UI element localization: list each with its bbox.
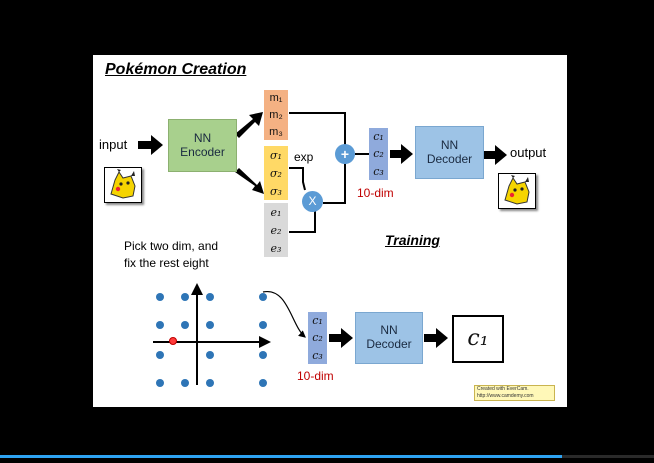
m1-label: m₁ (269, 92, 283, 105)
m3-label: m₃ (269, 125, 283, 138)
dim-label: 10-dim (357, 186, 394, 200)
encoder-box: NN Encoder (168, 119, 237, 172)
encoder-to-sigma-arrow (235, 168, 264, 194)
diagram-connectors (138, 112, 507, 387)
evercam-watermark: Created with EverCam. http://www.camdemy… (474, 385, 555, 401)
output-c-label: c₁ (467, 326, 489, 352)
curved-arrow (262, 291, 306, 338)
dim2-label: 10-dim (297, 369, 334, 383)
e-to-times-line (289, 211, 316, 233)
c1-label: c₁ (373, 130, 384, 144)
output-label: output (510, 145, 547, 160)
decoder-output-arrow (484, 145, 507, 165)
times-to-plus-line (323, 163, 346, 204)
times-label: X (308, 193, 317, 208)
watermark-line2: http://www.camdemy.com (477, 393, 534, 399)
e-stack: e₁ e₂ e₃ (264, 203, 288, 257)
decoder2-label: NN Decoder (366, 323, 412, 351)
training-label: Training (385, 232, 440, 248)
e2-label: e₂ (270, 223, 282, 237)
video-progress-fill (0, 455, 563, 458)
output-c-box: c₁ (452, 315, 504, 363)
m-to-plus-line (289, 112, 346, 145)
sigma1-label: σ₁ (270, 148, 282, 162)
sigma2-label: σ₂ (270, 166, 282, 180)
sigma-to-times-line (289, 167, 306, 191)
grid-dots (156, 293, 267, 387)
pick-text-line1: Pick two dim, and (124, 239, 219, 253)
c-to-decoder-arrow (390, 144, 413, 164)
times-circle: X (302, 191, 323, 212)
pick-text-line2: fix the rest eight (124, 256, 209, 270)
m-stack: m₁ m₂ m₃ (264, 90, 288, 140)
exp-label: exp (294, 150, 314, 164)
pikachu-output-icon (498, 173, 536, 209)
c3-label: c₃ (373, 164, 384, 178)
c2-3-label: c₃ (312, 348, 323, 362)
input-arrow (138, 135, 163, 155)
block-arrows (138, 112, 507, 348)
watermark-line1: Created with EverCam. (477, 386, 529, 392)
slide-title: Pokémon Creation (105, 61, 247, 78)
encoder-label: NN Encoder (180, 130, 225, 159)
c2-1-label: c₁ (312, 314, 323, 328)
decoder2-output-arrow (424, 328, 448, 348)
decoder-box: NN Decoder (415, 126, 484, 179)
encoder-to-m-arrow (235, 112, 263, 138)
c2-label: c₂ (373, 147, 384, 161)
input-label: input (99, 137, 128, 152)
c2-2-label: c₂ (312, 331, 323, 345)
e1-label: e₁ (270, 205, 282, 219)
decoder2-box: NN Decoder (355, 312, 423, 364)
video-progress-bar[interactable] (0, 455, 654, 458)
plus-label: + (340, 145, 350, 162)
plus-circle: + (335, 144, 355, 164)
decoder-label: NN Decoder (426, 137, 473, 166)
c2-to-decoder-arrow (329, 328, 353, 348)
slide: Pokémon Creation input NN Encoder m₁ m₂ … (93, 55, 567, 407)
c-stack: c₁ c₂ c₃ (369, 128, 388, 180)
m2-label: m₂ (269, 108, 283, 121)
sigma3-label: σ₃ (270, 184, 282, 198)
cursor-dot (169, 337, 177, 345)
e3-label: e₃ (270, 241, 282, 255)
c2-stack: c₁ c₂ c₃ (308, 312, 327, 364)
sigma-stack: σ₁ σ₂ σ₃ (264, 146, 288, 200)
pikachu-input-icon (104, 167, 142, 203)
